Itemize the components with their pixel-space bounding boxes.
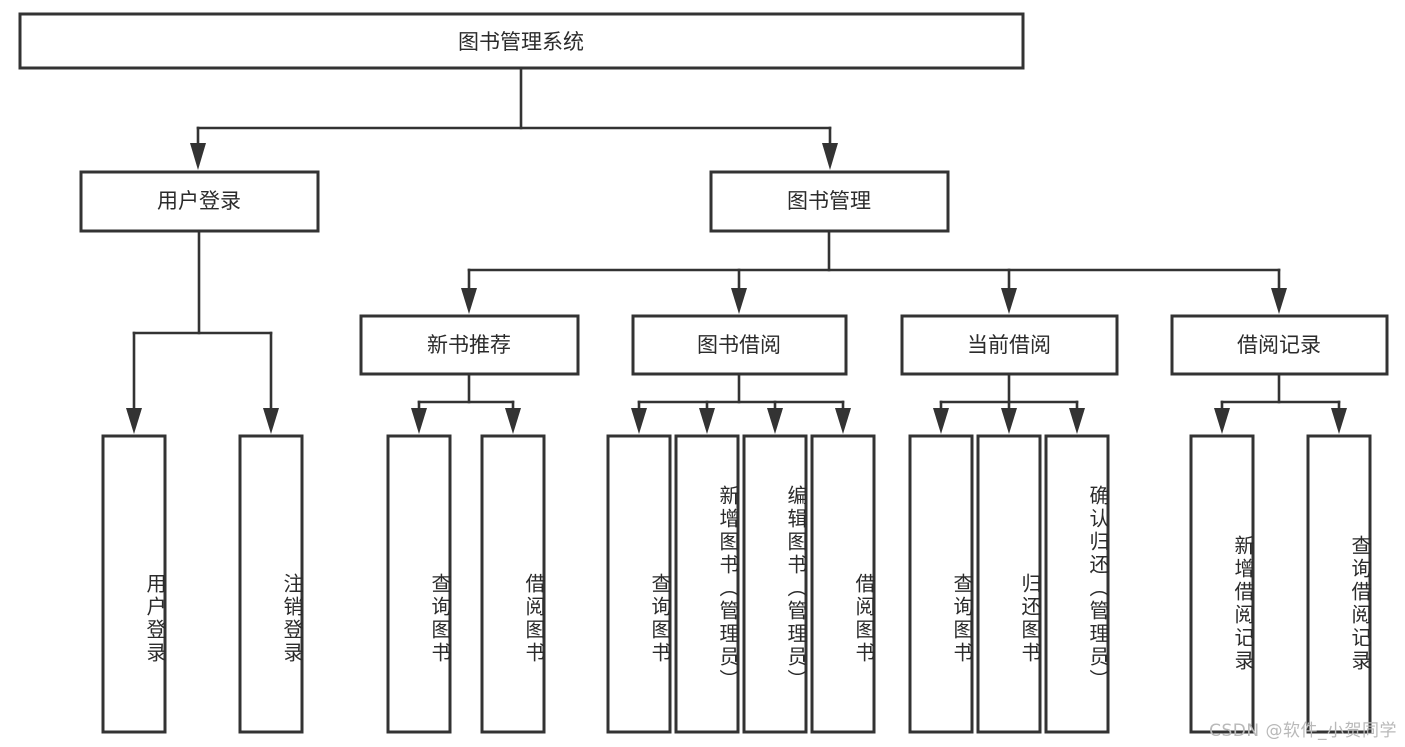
arrow-head-icon: [731, 288, 747, 314]
arrow-head-icon: [1001, 408, 1017, 434]
leaf-box-borrow-book-recommend[interactable]: [480, 434, 546, 734]
node-root-label: 图书管理系统: [458, 30, 584, 54]
arrow-head-icon: [1214, 408, 1230, 434]
arrow-head-icon: [505, 408, 521, 434]
leaf-box-query-book-borrow[interactable]: [606, 434, 672, 734]
leaf-box-query-book-current[interactable]: [908, 434, 974, 734]
arrow-head-icon: [411, 408, 427, 434]
arrow-head-icon: [1069, 408, 1085, 434]
watermark-text: CSDN @软件_小贺同学: [1209, 721, 1397, 741]
arrow-head-icon: [1001, 288, 1017, 314]
node-borrow-record-label: 借阅记录: [1237, 333, 1321, 357]
leaf-box-add-book-admin[interactable]: [674, 434, 740, 734]
leaf-box-borrow-book[interactable]: [810, 434, 876, 734]
node-user-login-label: 用户登录: [157, 189, 241, 213]
node-root-box[interactable]: [18, 12, 1025, 70]
leaf-box-return-book[interactable]: [976, 434, 1042, 734]
node-book-management-box[interactable]: [709, 170, 950, 233]
arrow-head-icon: [835, 408, 851, 434]
leaf-box-query-book-recommend[interactable]: [386, 434, 452, 734]
arrow-head-icon: [461, 288, 477, 314]
node-current-borrow-box[interactable]: [900, 314, 1119, 376]
leaf-box-query-borrow-record[interactable]: [1306, 434, 1372, 734]
leaf-box-add-borrow-record[interactable]: [1189, 434, 1255, 734]
leaf-box-edit-book-admin[interactable]: [742, 434, 808, 734]
arrow-head-icon: [1331, 408, 1347, 434]
arrow-head-icon: [190, 143, 206, 170]
arrow-head-icon: [822, 143, 838, 170]
arrow-head-icon: [767, 408, 783, 434]
arrow-head-icon: [699, 408, 715, 434]
node-new-book-recommend-box[interactable]: [359, 314, 580, 376]
arrow-head-icon: [126, 408, 142, 434]
arrow-head-icon: [933, 408, 949, 434]
node-book-borrow-label: 图书借阅: [697, 333, 781, 357]
arrow-head-icon: [1271, 288, 1287, 314]
node-new-book-recommend-label: 新书推荐: [427, 333, 511, 357]
leaf-box-logout[interactable]: [238, 434, 304, 734]
leaf-box-confirm-return-admin[interactable]: [1044, 434, 1110, 734]
node-current-borrow-label: 当前借阅: [967, 333, 1051, 357]
arrow-head-icon: [263, 408, 279, 434]
leaf-box-user-login[interactable]: [101, 434, 167, 734]
node-borrow-record-box[interactable]: [1170, 314, 1389, 376]
node-book-management-label: 图书管理: [787, 189, 871, 213]
node-book-borrow-box[interactable]: [631, 314, 848, 376]
arrow-head-icon: [631, 408, 647, 434]
